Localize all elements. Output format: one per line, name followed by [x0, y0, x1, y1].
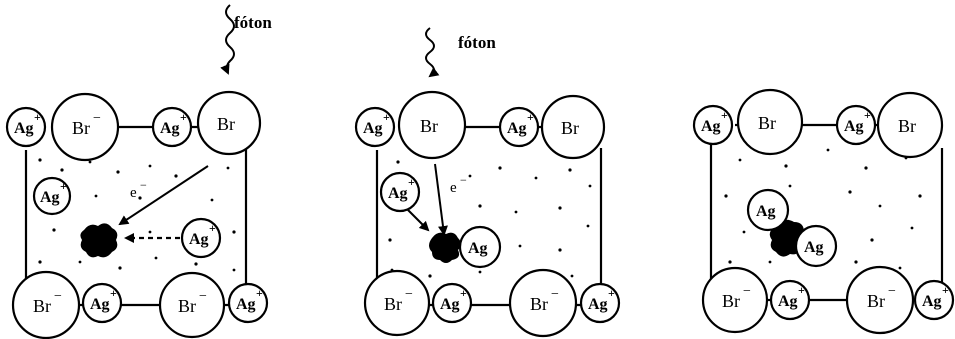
svg-text:Br: Br: [72, 118, 90, 138]
panel-2: fóton Ag + Br Ag +: [356, 28, 619, 336]
latent-image-speck: [429, 233, 461, 263]
ion-ag-interior-1: Ag +: [381, 173, 419, 211]
svg-text:Ag: Ag: [189, 231, 209, 248]
latent-image-speck: [80, 223, 117, 257]
svg-text:Br: Br: [420, 116, 438, 136]
ag-atom-interior-1: Ag: [748, 190, 788, 230]
ion-br-bottom-2: Br −: [847, 267, 913, 333]
svg-text:+: +: [527, 110, 534, 124]
ion-br-atom-top-2: Br: [542, 96, 604, 158]
svg-text:+: +: [864, 108, 871, 122]
svg-text:Ag: Ag: [701, 118, 721, 135]
ion-br-atom-top: Br: [198, 92, 260, 154]
photon-wave-arrow: [426, 28, 434, 76]
svg-text:+: +: [408, 175, 415, 189]
svg-text:Ag: Ag: [468, 240, 488, 257]
panel-1: fóton Ag + Br −: [7, 5, 272, 338]
svg-text:−: −: [743, 284, 751, 299]
svg-text:+: +: [34, 110, 41, 124]
svg-text:Ag: Ag: [40, 189, 60, 206]
svg-text:Br: Br: [867, 291, 885, 311]
ion-ag-bottom-2: Ag +: [581, 284, 619, 322]
photon-wave-arrow: [226, 5, 234, 73]
ion-ag-interior-1: Ag +: [34, 178, 70, 214]
svg-text:Ag: Ag: [804, 239, 824, 256]
svg-text:Ag: Ag: [160, 120, 180, 137]
ion-ag-bottom-1: Ag +: [433, 284, 471, 322]
svg-text:−: −: [405, 287, 413, 302]
ion-br-bottom-1: Br −: [703, 268, 767, 332]
svg-text:+: +: [942, 283, 949, 297]
ion-br-bottom-1: Br −: [365, 271, 429, 335]
svg-text:+: +: [256, 286, 263, 300]
svg-text:Ag: Ag: [756, 203, 776, 220]
svg-text:Br: Br: [898, 116, 916, 136]
photon-label: fóton: [458, 33, 496, 52]
ion-ag-top-2: Ag +: [500, 108, 538, 146]
svg-text:Ag: Ag: [588, 296, 608, 313]
ion-br-atom-top-1: Br: [738, 90, 802, 154]
ion-br-bottom-2: Br −: [510, 270, 576, 336]
ag-atom-interior: Ag: [460, 227, 500, 267]
svg-text:Ag: Ag: [236, 296, 256, 313]
ag-atom-interior-2: Ag: [796, 226, 836, 266]
svg-text:Ag: Ag: [363, 120, 383, 137]
svg-text:+: +: [180, 110, 187, 124]
ion-ag-top-2: Ag +: [837, 106, 875, 144]
ion-ag-bottom-1: Ag +: [771, 281, 809, 319]
photon-label: fóton: [234, 13, 272, 32]
svg-text:Ag: Ag: [778, 293, 798, 310]
svg-text:Br: Br: [530, 294, 548, 314]
ion-br-atom-top-2: Br: [878, 93, 942, 157]
svg-text:Ag: Ag: [922, 293, 942, 310]
svg-text:+: +: [383, 110, 390, 124]
ag-migration-arrow: [408, 210, 428, 230]
svg-text:−: −: [140, 178, 147, 192]
svg-text:e: e: [450, 180, 457, 196]
svg-text:−: −: [888, 284, 896, 299]
ion-ag-top-1: Ag +: [356, 108, 394, 146]
svg-text:+: +: [110, 286, 117, 300]
svg-text:Ag: Ag: [90, 296, 110, 313]
svg-text:−: −: [54, 289, 62, 304]
electron-arrow: [435, 164, 444, 234]
svg-text:+: +: [60, 179, 67, 193]
svg-text:Br: Br: [722, 291, 740, 311]
ion-br-top-1: Br −: [52, 94, 118, 160]
svg-text:Ag: Ag: [14, 120, 34, 137]
ion-ag-bottom-2: Ag +: [915, 281, 953, 319]
svg-text:Br: Br: [217, 114, 235, 134]
electron-label: e −: [450, 173, 467, 196]
ion-ag-top-1: Ag +: [7, 108, 45, 146]
svg-text:Ag: Ag: [844, 118, 864, 135]
svg-text:Br: Br: [33, 296, 51, 316]
ion-br-bottom-1: Br −: [13, 272, 79, 338]
ion-ag-top-2: Ag +: [153, 108, 191, 146]
ion-br-atom-top-1: Br: [399, 92, 465, 158]
svg-text:Ag: Ag: [388, 185, 408, 202]
panel-3: Ag + Br Ag + Br Ag Ag Br −: [694, 90, 953, 333]
svg-text:e: e: [130, 185, 137, 201]
svg-text:+: +: [460, 286, 467, 300]
svg-text:−: −: [93, 111, 101, 126]
svg-text:Br: Br: [758, 113, 776, 133]
svg-text:Br: Br: [178, 296, 196, 316]
svg-text:Br: Br: [561, 118, 579, 138]
svg-text:+: +: [721, 108, 728, 122]
ion-ag-top-1: Ag +: [694, 106, 732, 144]
svg-text:−: −: [460, 173, 467, 187]
ion-ag-interior-2: Ag +: [182, 219, 220, 257]
svg-text:+: +: [209, 221, 216, 235]
ion-ag-bottom-1: Ag +: [83, 284, 121, 322]
svg-text:−: −: [551, 287, 559, 302]
ion-br-bottom-2: Br −: [160, 273, 224, 337]
svg-text:Br: Br: [384, 294, 402, 314]
svg-text:+: +: [798, 283, 805, 297]
svg-text:−: −: [199, 289, 207, 304]
svg-text:Ag: Ag: [507, 120, 527, 137]
svg-text:Ag: Ag: [440, 296, 460, 313]
ion-ag-bottom-2: Ag +: [229, 284, 267, 322]
svg-text:+: +: [608, 286, 615, 300]
